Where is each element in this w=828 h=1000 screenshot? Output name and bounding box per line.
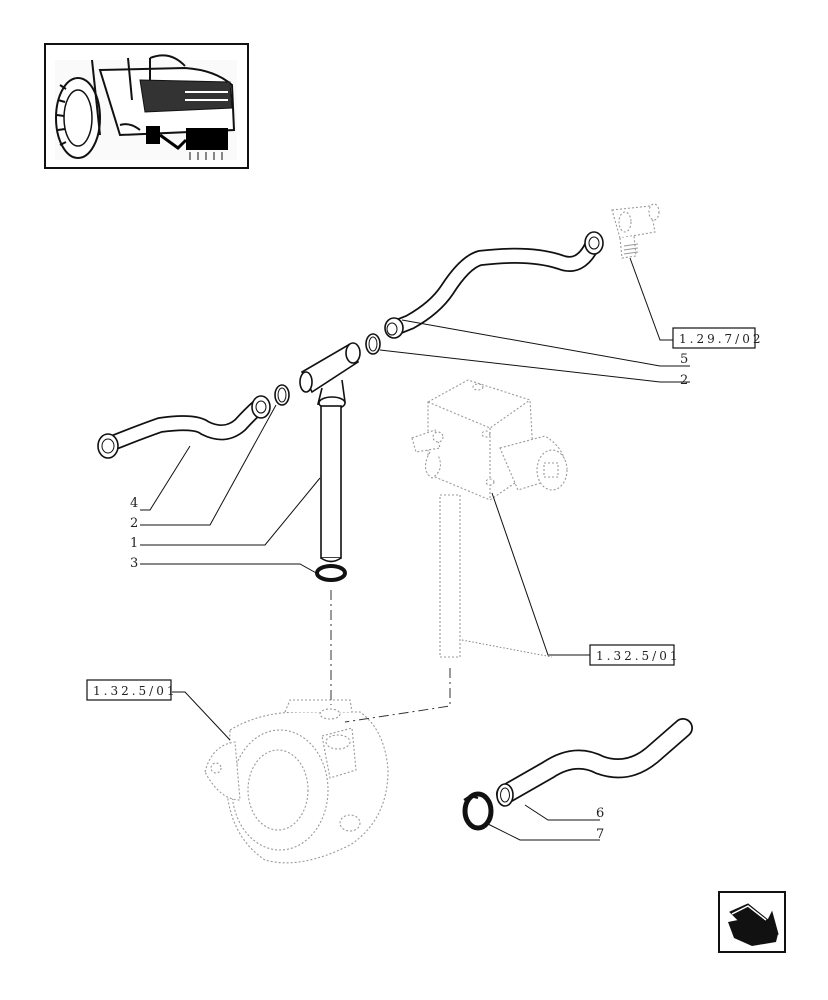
callout-2-right: 2 [680,373,688,388]
hose-6 [496,718,693,807]
callout-5: 5 [680,352,688,367]
reference-top-right-label: 1.29.7/02 [679,332,763,346]
centerline-ghost-tube [344,668,451,723]
ghost-tee-fitting [611,203,660,259]
pipe-5 [384,231,604,339]
callout-labels: 5 2 4 2 1 3 6 7 [130,352,688,842]
reference-left-label: 1.32.5/01 [93,684,177,698]
callout-7: 7 [596,827,604,842]
hose-clamp-7 [462,791,494,831]
seal-ring-2-lower [274,384,290,406]
callout-3: 3 [130,556,138,571]
callout-4: 4 [130,496,138,511]
tee-union-1 [299,342,361,563]
tractor-location-icon [55,54,237,160]
callout-1: 1 [130,536,138,551]
o-ring-3 [315,564,347,582]
ghost-pump-housing [204,699,389,864]
next-page-arrow-icon[interactable] [718,891,786,953]
tractor-thumbnail [44,43,249,169]
callout-6: 6 [596,806,604,821]
reference-middle-right[interactable]: 1.32.5/01 [589,644,680,666]
leader-lines [140,257,690,841]
ghost-valve-block [411,379,568,658]
reference-top-right[interactable]: 1.29.7/02 [672,327,763,349]
reference-middle-right-label: 1.32.5/01 [596,649,680,663]
callout-2-left: 2 [130,516,138,531]
pipe-4 [97,395,271,459]
seal-ring-2-upper [365,333,381,355]
reference-left[interactable]: 1.32.5/01 [86,679,177,701]
